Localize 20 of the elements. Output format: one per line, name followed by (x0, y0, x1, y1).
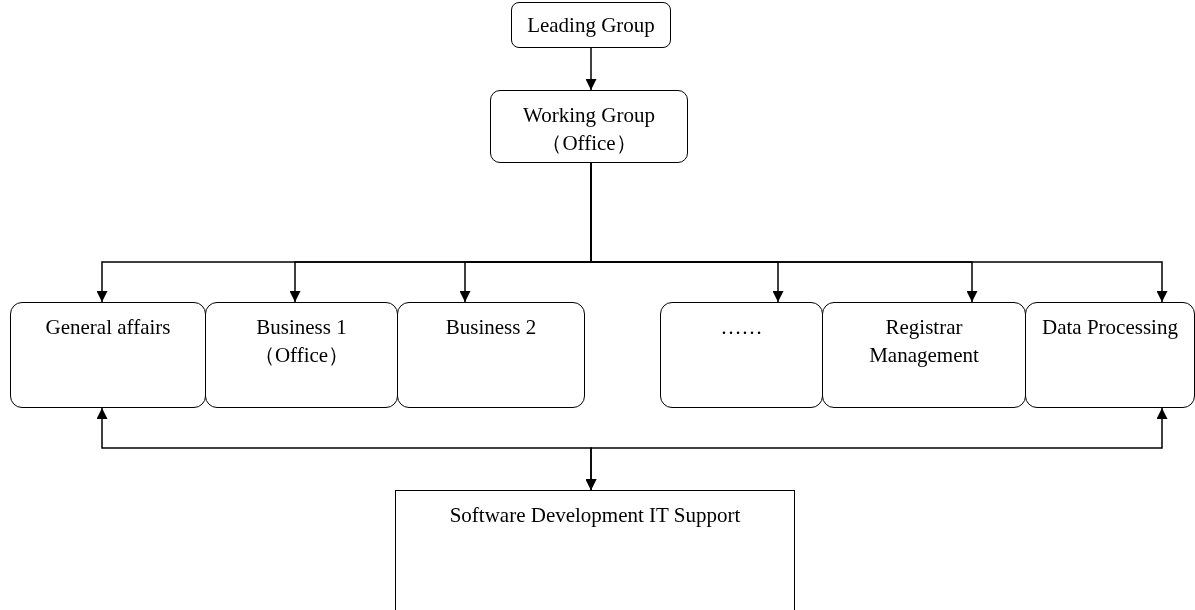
box-label: Registrar Management (868, 314, 980, 369)
rounded-box (822, 302, 1026, 408)
process-box (395, 490, 795, 610)
box-label: Working Group （Office） (522, 102, 656, 157)
rounded-box (490, 90, 688, 163)
box-label: Leading Group (526, 12, 656, 39)
rounded-box (1025, 302, 1195, 408)
box-label: Business 2 (444, 314, 538, 341)
rounded-box (660, 302, 823, 408)
box-label: …… (719, 314, 764, 341)
box-label: Business 1 （Office） (252, 314, 351, 369)
rounded-box (397, 302, 585, 408)
rounded-box (205, 302, 398, 408)
arrow (585, 47, 597, 91)
rounded-box (511, 2, 671, 48)
box-label: Data Processing (1041, 314, 1179, 341)
arrow (585, 407, 1168, 491)
box-label: General affairs (44, 314, 172, 341)
box-label: Software Development IT Support (448, 502, 742, 529)
rounded-box (10, 302, 206, 408)
